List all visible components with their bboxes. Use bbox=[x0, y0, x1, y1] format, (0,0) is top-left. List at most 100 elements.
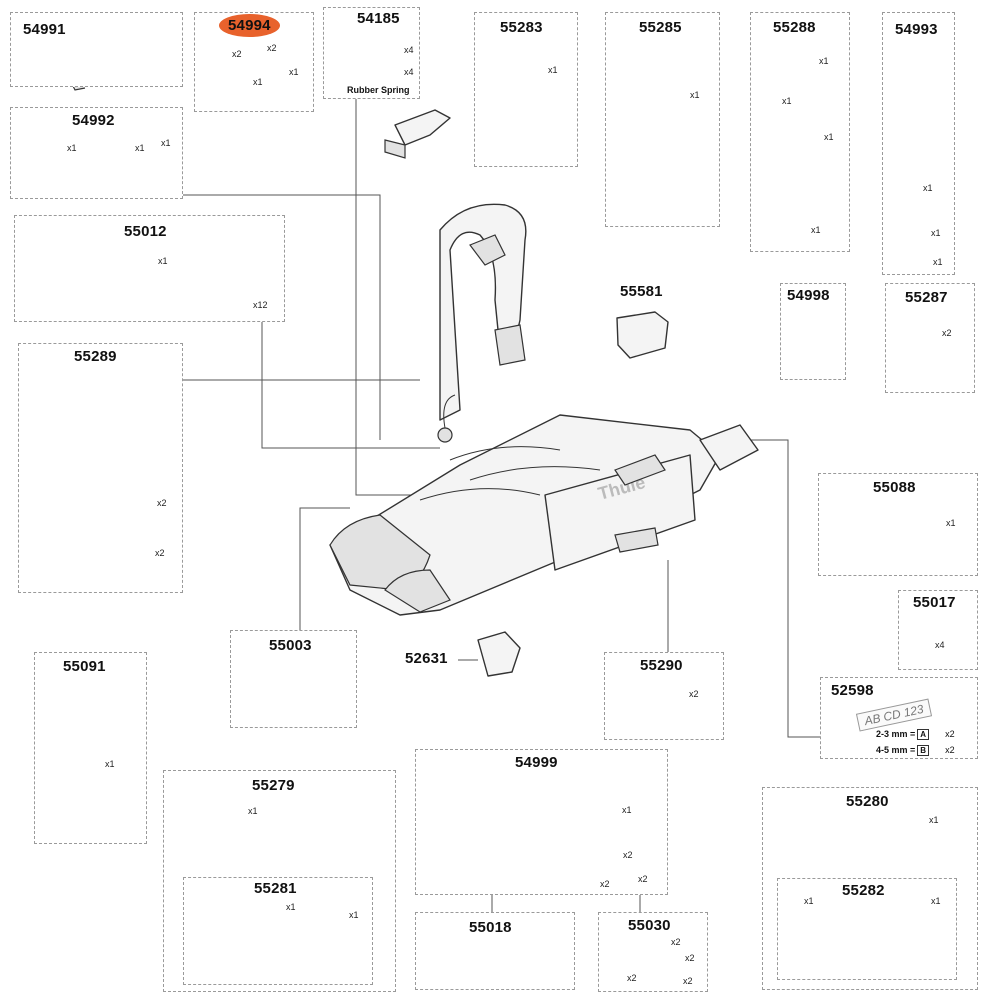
part-box-55288[interactable]: 55288 x1 x1 x1 x1 bbox=[750, 12, 850, 252]
quantity-label: x2 bbox=[945, 729, 955, 739]
quantity-label: x1 bbox=[67, 143, 77, 153]
part-number: 55285 bbox=[639, 19, 682, 36]
part-number: 55088 bbox=[873, 479, 916, 496]
part-number: 54991 bbox=[23, 21, 66, 38]
quantity-label: x2 bbox=[942, 328, 952, 338]
part-box-54991[interactable]: 54991 bbox=[10, 12, 183, 87]
part-box-54993[interactable]: 54993 x1 x1 x1 bbox=[882, 12, 955, 275]
quantity-label: x1 bbox=[289, 67, 299, 77]
part-box-55285[interactable]: 55285 x1 bbox=[605, 12, 720, 227]
quantity-label: x1 bbox=[819, 56, 829, 66]
quantity-label: x2 bbox=[157, 498, 167, 508]
spacer-thickness-label: 2-3 mm = bbox=[876, 729, 916, 739]
quantity-label: x1 bbox=[253, 77, 263, 87]
part-number-55581[interactable]: 55581 bbox=[620, 283, 663, 300]
part-number: 55003 bbox=[269, 637, 312, 654]
quantity-label: x1 bbox=[286, 902, 296, 912]
license-plate-sample: AB CD 123 bbox=[855, 698, 933, 732]
bike-carrier-main-illustration: Thule bbox=[329, 203, 759, 616]
part-box-54994[interactable]: 54994 x2 x2 x1 x1 bbox=[194, 12, 314, 112]
part-box-55281[interactable]: 55281 x1 x1 bbox=[183, 877, 373, 985]
part-number: 55091 bbox=[63, 658, 106, 675]
quantity-label: x1 bbox=[349, 910, 359, 920]
spacer-letter: A bbox=[917, 729, 930, 740]
quantity-label: x1 bbox=[811, 225, 821, 235]
quantity-label: x1 bbox=[946, 518, 956, 528]
part-number: 54185 bbox=[357, 10, 400, 27]
part-number: 55289 bbox=[74, 348, 117, 365]
part-box-54185[interactable]: 54185 x4 x4 Rubber Spring bbox=[323, 7, 420, 99]
rubber-spring-caption: Rubber Spring bbox=[347, 85, 410, 95]
quantity-label: x1 bbox=[135, 143, 145, 153]
part-number: 55017 bbox=[913, 594, 956, 611]
part-box-55030[interactable]: 55030 x2 x2 x2 x2 bbox=[598, 912, 708, 992]
part-52631-illustration bbox=[477, 631, 521, 677]
quantity-label: x4 bbox=[935, 640, 945, 650]
part-number: 55012 bbox=[124, 223, 167, 240]
quantity-label: x1 bbox=[931, 896, 941, 906]
part-number: 55283 bbox=[500, 19, 543, 36]
quantity-label: x4 bbox=[404, 67, 414, 77]
spacer-letter: B bbox=[917, 745, 930, 756]
quantity-label: x2 bbox=[685, 953, 695, 963]
part-number: 54998 bbox=[787, 287, 830, 304]
part-box-55289[interactable]: 55289 x2 x2 bbox=[18, 343, 183, 593]
part-number: 55281 bbox=[254, 880, 297, 897]
part-number: 55282 bbox=[842, 882, 885, 899]
quantity-label: x1 bbox=[804, 896, 814, 906]
quantity-label: x12 bbox=[253, 300, 268, 310]
part-box-55283[interactable]: 55283 x1 bbox=[474, 12, 578, 167]
part-box-55017[interactable]: 55017 x4 bbox=[898, 590, 978, 670]
part-number-highlighted: 54994 bbox=[219, 14, 280, 37]
part-number: 54999 bbox=[515, 754, 558, 771]
part-55581-illustration bbox=[616, 311, 669, 359]
part-box-55282[interactable]: 55282 x1 x1 bbox=[777, 878, 957, 980]
quantity-label: x1 bbox=[248, 806, 258, 816]
quantity-label: x2 bbox=[627, 973, 637, 983]
part-number: 54993 bbox=[895, 21, 938, 38]
part-number: 55287 bbox=[905, 289, 948, 306]
quantity-label: x1 bbox=[824, 132, 834, 142]
quantity-label: x2 bbox=[671, 937, 681, 947]
quantity-label: x2 bbox=[623, 850, 633, 860]
part-box-55290[interactable]: 55290 x2 bbox=[604, 652, 724, 740]
part-box-55012[interactable]: 55012 x1 x12 bbox=[14, 215, 285, 322]
leader-line-55003 bbox=[299, 507, 350, 630]
spacer-thickness-label: 4-5 mm = bbox=[876, 745, 916, 755]
part-number: 52598 bbox=[831, 682, 874, 699]
part-number: 55018 bbox=[469, 919, 512, 936]
quantity-label: x1 bbox=[931, 228, 941, 238]
part-box-55003[interactable]: 55003 bbox=[230, 630, 357, 728]
part-box-55018[interactable]: 55018 bbox=[415, 912, 575, 990]
leader-line-54992 bbox=[182, 194, 381, 440]
part-box-55088[interactable]: 55088 x1 bbox=[818, 473, 978, 576]
part-number: 55030 bbox=[628, 917, 671, 934]
part-box-54998[interactable]: 54998 bbox=[780, 283, 846, 380]
part-number: 55290 bbox=[640, 657, 683, 674]
quantity-label: x2 bbox=[945, 745, 955, 755]
quantity-label: x1 bbox=[158, 256, 168, 266]
quantity-label: x2 bbox=[155, 548, 165, 558]
part-box-54992[interactable]: 54992 x1 x1 x1 bbox=[10, 107, 183, 199]
quantity-label: x1 bbox=[933, 257, 943, 267]
part-box-55091[interactable]: 55091 x1 bbox=[34, 652, 147, 844]
quantity-label: x1 bbox=[782, 96, 792, 106]
part-number: 55288 bbox=[773, 19, 816, 36]
part-box-54999[interactable]: 54999 x1 x2 x2 x2 bbox=[415, 749, 668, 895]
leader-line-55012 bbox=[261, 320, 440, 449]
part-box-55287[interactable]: 55287 x2 bbox=[885, 283, 975, 393]
part-number-52631[interactable]: 52631 bbox=[405, 650, 448, 667]
part-number: 55280 bbox=[846, 793, 889, 810]
quantity-label: x2 bbox=[638, 874, 648, 884]
part-number: 55279 bbox=[252, 777, 295, 794]
quantity-label: x1 bbox=[161, 138, 171, 148]
quantity-label: x2 bbox=[683, 976, 693, 986]
quantity-label: x1 bbox=[923, 183, 933, 193]
quantity-label: x1 bbox=[929, 815, 939, 825]
part-number: 54992 bbox=[72, 112, 115, 129]
quantity-label: x2 bbox=[232, 49, 242, 59]
quantity-label: x1 bbox=[622, 805, 632, 815]
